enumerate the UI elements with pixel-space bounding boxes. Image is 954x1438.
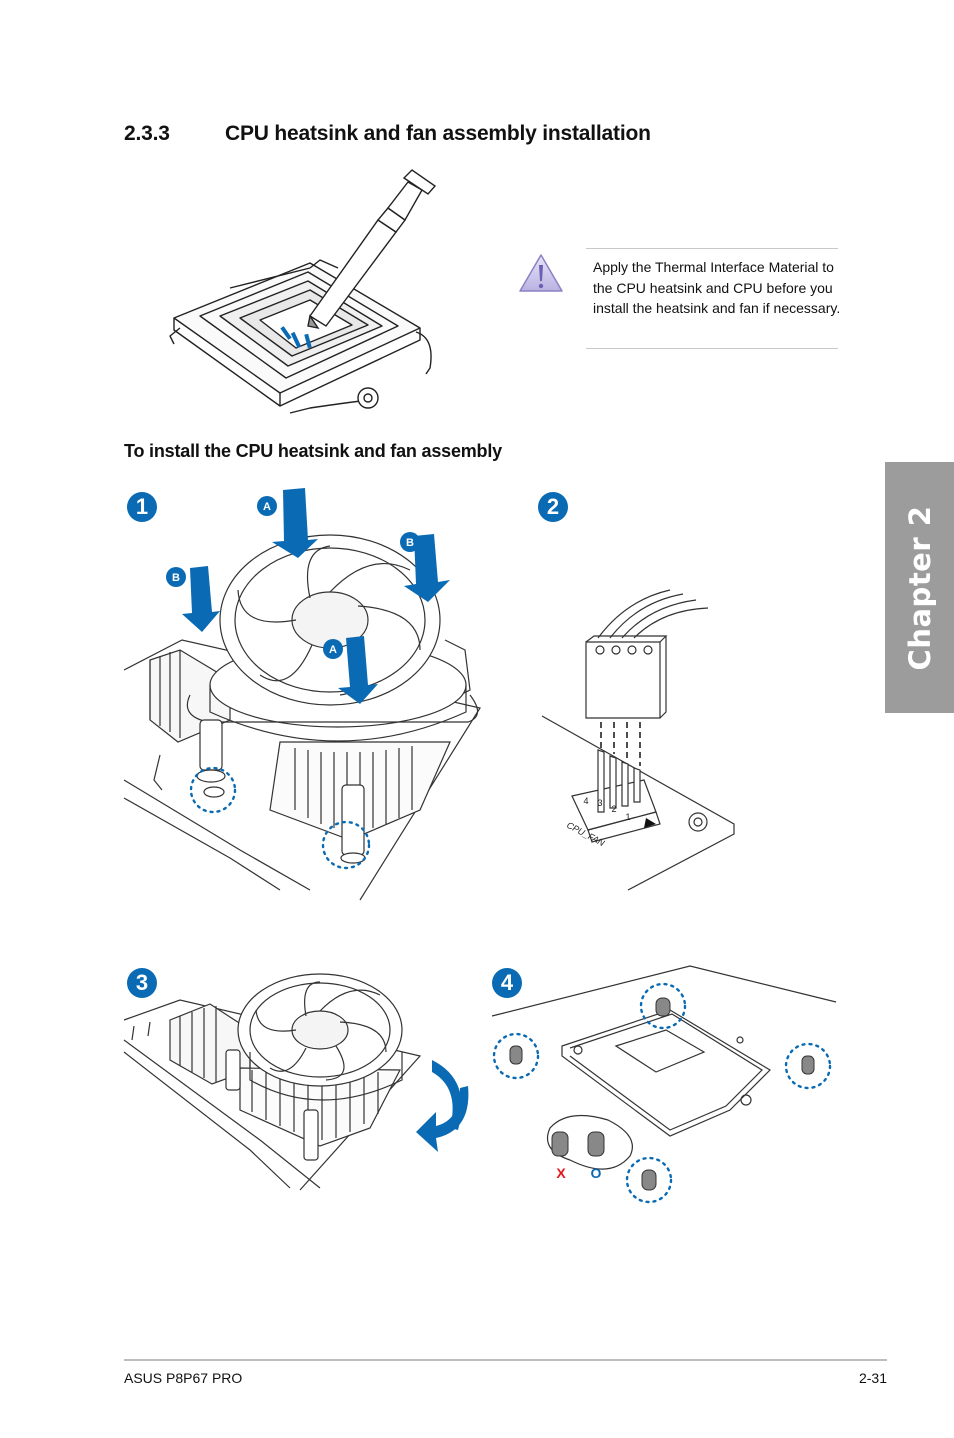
callout-b-right: B	[406, 537, 414, 549]
section-title: 2.3.3 CPU heatsink and fan assembly insta…	[124, 122, 651, 146]
callout-a-top: A	[263, 501, 271, 513]
thermal-paste-illustration	[169, 169, 437, 414]
section-title-text: CPU heatsink and fan assembly installati…	[225, 122, 651, 145]
step-3-illustration	[123, 973, 469, 1191]
chapter-tab-label: Chapter 2	[902, 505, 937, 670]
pin-3: 3	[597, 798, 602, 808]
note-bottom-rule	[586, 348, 838, 349]
pin-2: 2	[611, 804, 616, 814]
step-1-illustration: A B B A	[123, 488, 481, 901]
section-number: 2.3.3	[124, 122, 170, 145]
install-subheading: To install the CPU heatsink and fan asse…	[124, 441, 502, 461]
note-text: Apply the Thermal Interface Material to …	[593, 259, 841, 316]
footer-page-number: 2-31	[858, 1370, 887, 1386]
callout-a-center: A	[329, 644, 337, 656]
step-4-illustration: X O	[491, 965, 837, 1204]
step-2-badge: 2	[538, 492, 568, 522]
callout-b-left: B	[172, 572, 180, 584]
pin-1: 1	[625, 812, 630, 822]
step-4-badge: 4	[492, 968, 522, 998]
step-1-badge: 1	[127, 492, 157, 522]
right-mark: O	[591, 1165, 602, 1181]
step-2-illustration: 4 3 2 1 CPU_FAN	[541, 589, 735, 891]
step-3-badge: 3	[127, 968, 157, 998]
chapter-tab: Chapter 2	[885, 462, 954, 713]
note-top-rule	[586, 248, 838, 249]
wrong-mark: X	[556, 1165, 566, 1181]
footer-product: ASUS P8P67 PRO	[124, 1370, 243, 1386]
warning-icon	[519, 254, 563, 292]
pin-4: 4	[583, 796, 588, 806]
footer-rule	[124, 1359, 887, 1361]
